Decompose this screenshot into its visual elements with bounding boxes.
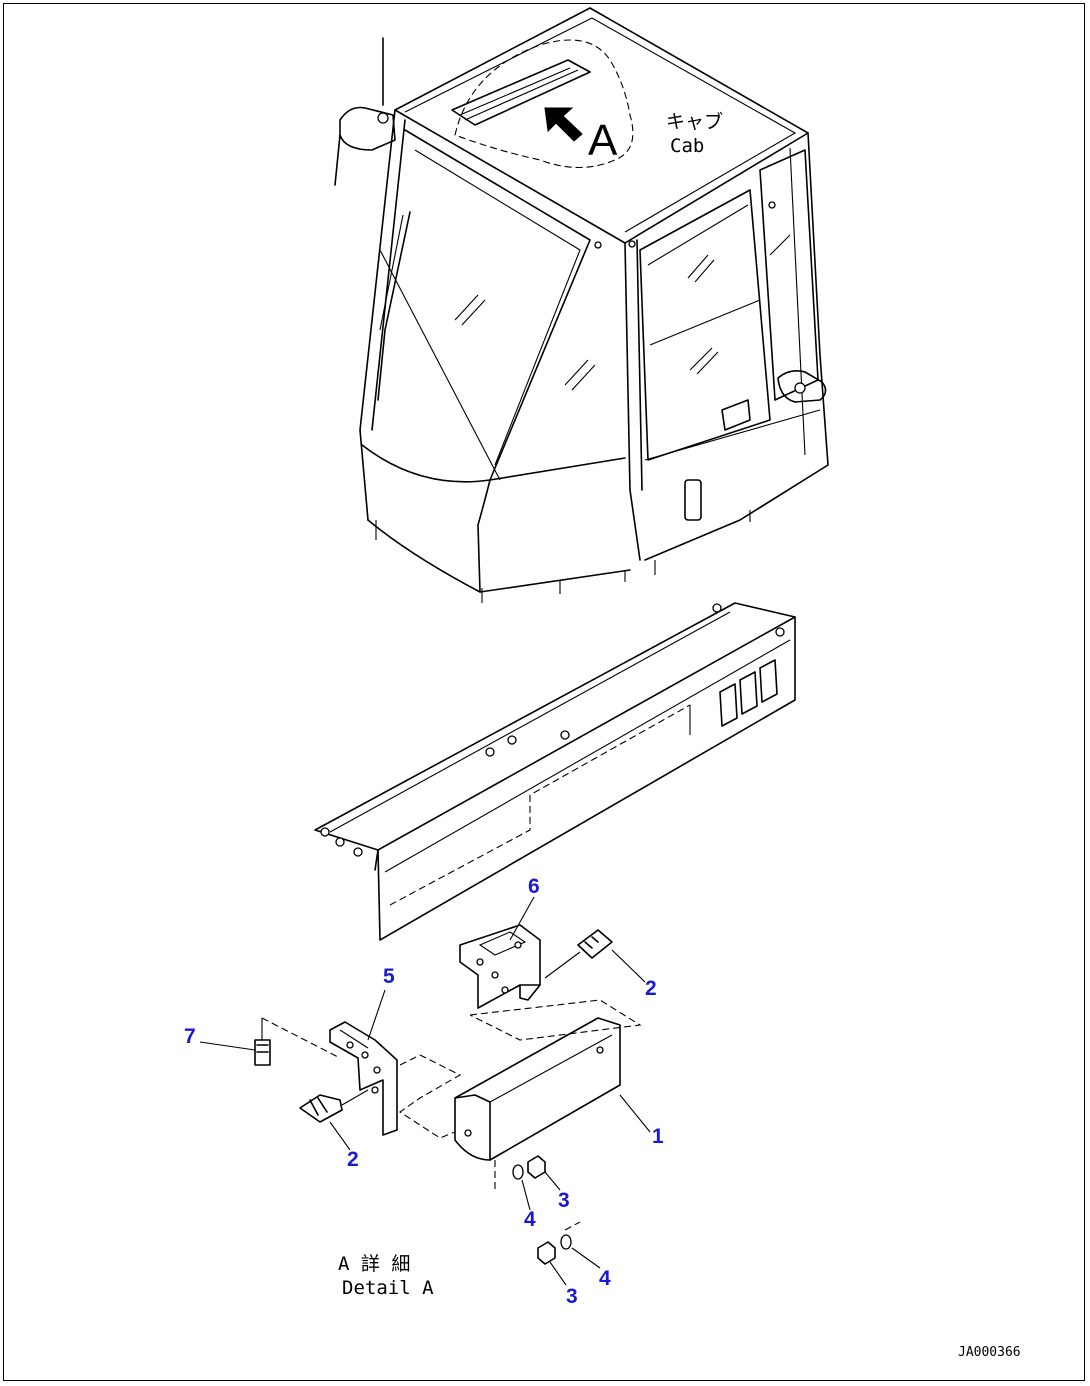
cab-assembly bbox=[334, 7, 829, 603]
callout-3-lower[interactable]: 3 bbox=[566, 1285, 578, 1308]
document-id: JA000366 bbox=[958, 1345, 1021, 1360]
floor-frame bbox=[314, 602, 796, 941]
callout-1[interactable]: 1 bbox=[652, 1125, 664, 1148]
callout-4-lower[interactable]: 4 bbox=[599, 1267, 611, 1290]
cab-label-jp: キャブ bbox=[666, 110, 723, 133]
callout-6[interactable]: 6 bbox=[528, 875, 540, 898]
callout-2-left[interactable]: 2 bbox=[347, 1148, 359, 1171]
callout-4-upper[interactable]: 4 bbox=[524, 1208, 536, 1231]
view-marker-a: A bbox=[588, 116, 618, 165]
view-arrow-icon bbox=[544, 107, 583, 142]
callout-2-right[interactable]: 2 bbox=[645, 977, 657, 1000]
callout-7[interactable]: 7 bbox=[184, 1025, 196, 1048]
detail-label-jp: A 詳 細 bbox=[338, 1253, 410, 1275]
callout-leaders bbox=[199, 896, 651, 1286]
callout-5[interactable]: 5 bbox=[383, 965, 395, 988]
drawing-frame bbox=[3, 3, 1085, 1381]
detail-label-en: Detail A bbox=[342, 1277, 434, 1299]
callout-3-upper[interactable]: 3 bbox=[558, 1189, 570, 1212]
detail-a-parts bbox=[254, 924, 642, 1265]
cab-label-en: Cab bbox=[670, 135, 704, 157]
